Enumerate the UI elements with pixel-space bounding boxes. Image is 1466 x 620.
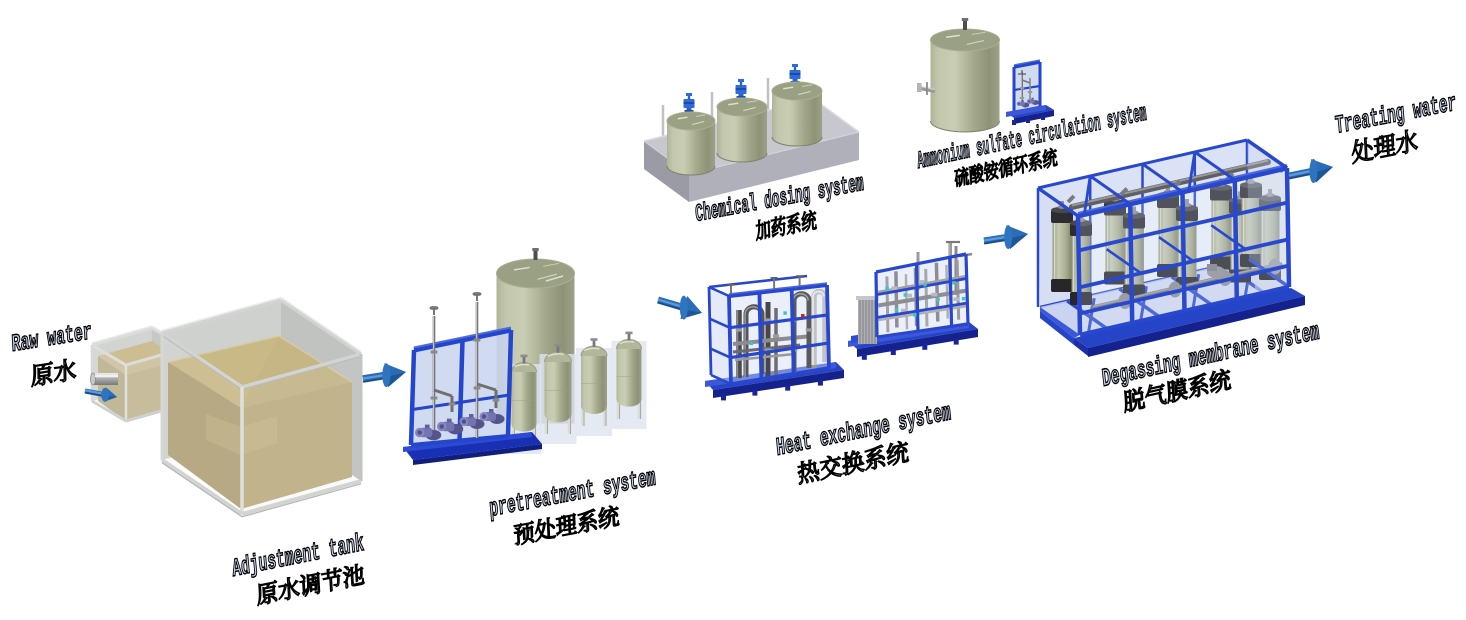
svg-text:Raw water: Raw water	[11, 319, 92, 359]
svg-text:Adjustment tank: Adjustment tank	[231, 529, 365, 584]
svg-text:Treating water: Treating water	[1334, 89, 1457, 141]
svg-text:Heat exchange system: Heat exchange system	[775, 398, 952, 463]
